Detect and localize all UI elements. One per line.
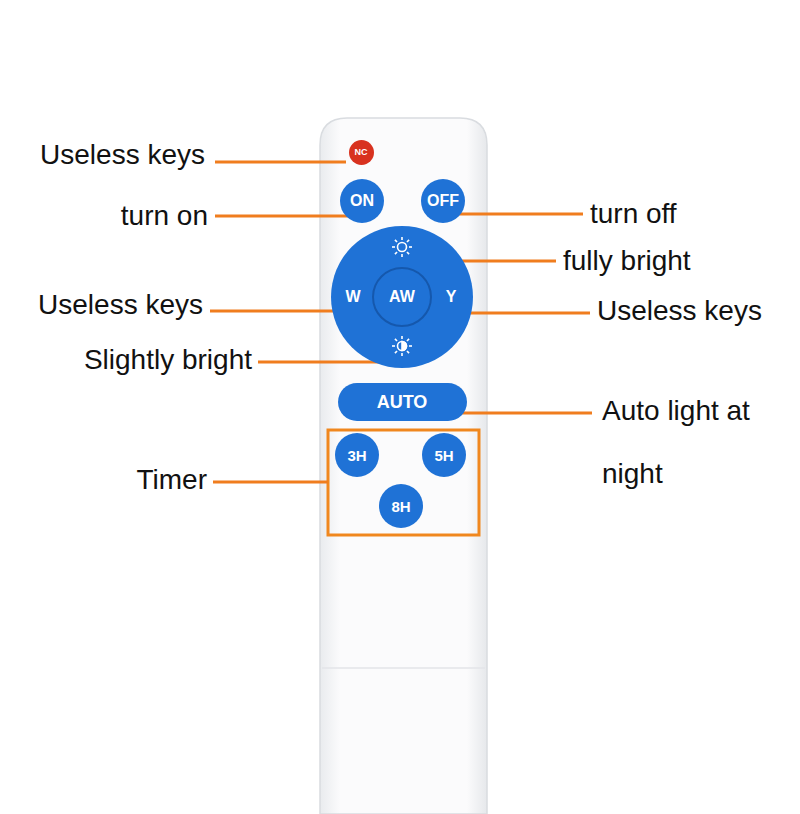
- button-label: Y: [446, 289, 457, 305]
- leader-lines: [210, 162, 592, 482]
- button-label: 3H: [347, 448, 366, 463]
- callout-label: Timer: [136, 464, 207, 496]
- timer-bracket: [328, 430, 479, 535]
- remote-body: [320, 118, 487, 814]
- callout-label: Useless keys: [597, 295, 762, 327]
- callout-label: Useless keys: [38, 289, 203, 321]
- dim-sun-icon: [392, 336, 412, 356]
- timer-5h-button: 5H: [422, 433, 466, 477]
- timer-8h-button: 8H: [379, 484, 423, 528]
- bright-sun-icon: [392, 237, 412, 257]
- nc-button: NC: [349, 140, 374, 165]
- button-label: AUTO: [377, 393, 428, 411]
- button-label: AW: [389, 289, 415, 305]
- off-button: OFF: [421, 179, 465, 223]
- button-label: OFF: [427, 193, 459, 209]
- on-button: ON: [340, 179, 384, 223]
- callout-label: turn off: [590, 198, 677, 230]
- button-label: NC: [355, 148, 368, 157]
- timer-3h-button: 3H: [335, 433, 379, 477]
- callout-label: Auto light at night: [602, 379, 767, 505]
- auto-button: AUTO: [338, 383, 467, 421]
- callout-label: Useless keys: [40, 139, 205, 171]
- button-label: 8H: [391, 499, 410, 514]
- battery-cover-seam: [322, 667, 485, 669]
- button-label: W: [345, 289, 360, 305]
- callout-label: fully bright: [563, 245, 691, 277]
- button-label: ON: [350, 193, 374, 209]
- direction-pad: W Y AW: [331, 226, 473, 368]
- callout-label: turn on: [121, 200, 208, 232]
- callout-label: Slightly bright: [84, 344, 252, 376]
- aw-button: AW: [372, 267, 432, 327]
- button-label: 5H: [434, 448, 453, 463]
